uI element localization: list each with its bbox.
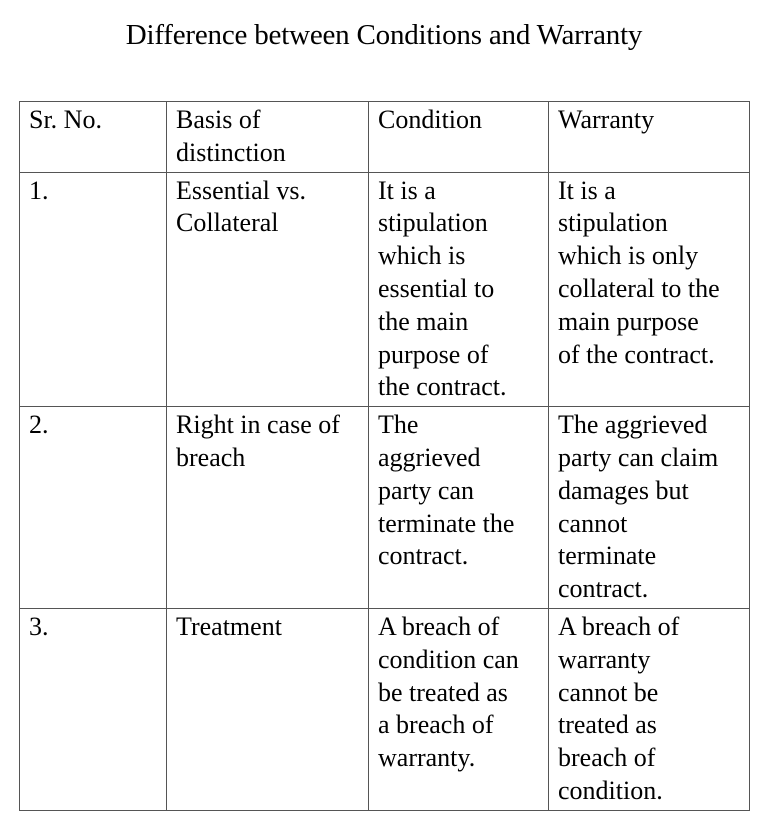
cell-text-line: the contract. <box>378 372 507 402</box>
cell-text-line: stipulation <box>378 208 488 238</box>
cell-text-line: damages but <box>558 475 689 505</box>
cell-text-line: the main <box>378 306 469 336</box>
cell-text-line: breach of <box>558 743 656 773</box>
cell-text-line: condition. <box>558 775 663 805</box>
cell-text-line: 3. <box>29 611 49 641</box>
cell-text-line: Collateral <box>176 208 279 238</box>
cell-text-line: aggrieved <box>378 442 481 472</box>
header-row: Sr. No. Basis of distinction Condition Wa… <box>19 101 750 173</box>
cell-text-line: terminate <box>558 541 657 571</box>
cell-text-line: main purpose <box>558 306 699 336</box>
cell-text-line: party can <box>378 475 475 505</box>
cell-text-line: treated as <box>558 710 657 740</box>
header-condition: Condition <box>368 101 549 173</box>
cell-text-line: The aggrieved <box>558 410 708 440</box>
cell-sr-no: 3. <box>19 607 167 811</box>
cell-text-line: stipulation <box>558 208 668 238</box>
cell-text-line: which is only <box>558 241 699 271</box>
cell-text-line: purpose of <box>378 339 489 369</box>
cell-basis: Treatment <box>166 607 369 811</box>
cell-text-line: terminate the <box>378 508 515 538</box>
cell-text-line: cannot <box>558 508 628 538</box>
cell-basis: Essential vs.Collateral <box>166 171 369 408</box>
cell-text-line: Basis of <box>176 105 261 134</box>
cell-text-line: of the contract. <box>558 339 715 369</box>
cell-text-line: warranty. <box>378 743 476 773</box>
cell-text-line: A breach of <box>378 611 500 641</box>
cell-sr-no: 1. <box>19 171 167 408</box>
cell-text-line: Right in case of <box>176 410 340 440</box>
cell-text-line: contract. <box>378 541 469 571</box>
cell-text-line: A breach of <box>558 611 680 641</box>
cell-text-line: 2. <box>29 410 49 440</box>
header-sr-no: Sr. No. <box>19 101 167 173</box>
comparison-table: Sr. No. Basis of distinction Condition Wa… <box>19 101 750 811</box>
cell-text-line: essential to <box>378 273 495 303</box>
cell-text-line: cannot be <box>558 677 659 707</box>
cell-sr-no: 2. <box>19 406 167 609</box>
cell-text-line: Sr. No. <box>29 105 102 134</box>
cell-text-line: party can claim <box>558 442 719 472</box>
cell-text-line: It is a <box>378 175 436 205</box>
cell-text-line: It is a <box>558 175 616 205</box>
cell-text-line: The <box>378 410 419 440</box>
cell-text-line: Condition <box>378 105 483 134</box>
cell-text-line: condition can <box>378 644 519 674</box>
header-basis: Basis of distinction <box>166 101 369 173</box>
cell-text-line: which is <box>378 241 466 271</box>
cell-text-line: warranty <box>558 644 651 674</box>
cell-text-line: a breach of <box>378 710 494 740</box>
cell-text-line: Essential vs. <box>176 175 306 205</box>
cell-text-line: Treatment <box>176 611 282 641</box>
cell-text-line: breach <box>176 442 246 472</box>
cell-text-line: Warranty <box>558 105 655 134</box>
cell-text-line: 1. <box>29 175 49 205</box>
cell-text-line: distinction <box>176 137 286 167</box>
header-warranty: Warranty <box>548 101 750 173</box>
document-title: Difference between Conditions and Warran… <box>125 19 643 51</box>
cell-text-line: collateral to the <box>558 273 720 303</box>
cell-text-line: be treated as <box>378 677 508 707</box>
cell-text-line: contract. <box>558 574 649 604</box>
